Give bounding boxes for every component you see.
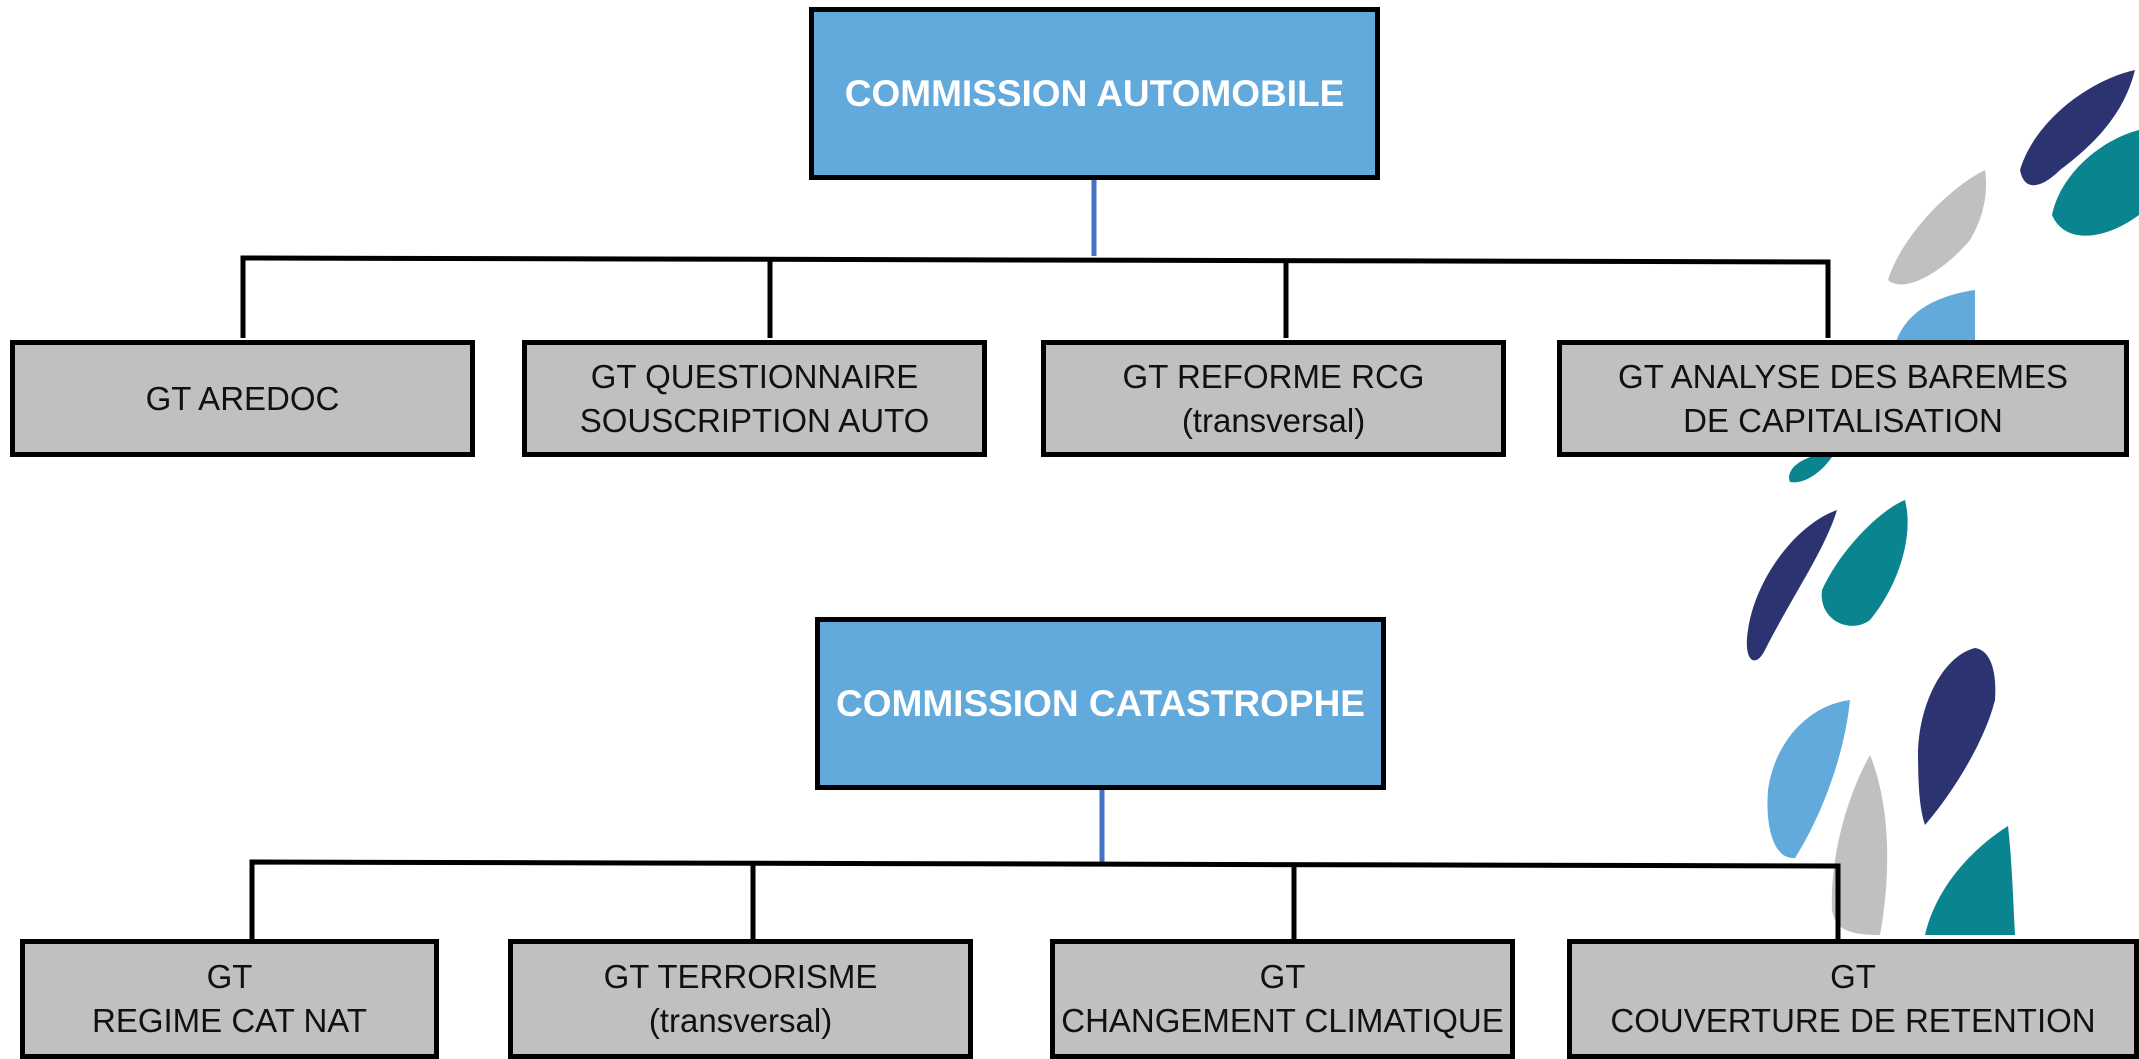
- gt-label-line: (transversal): [1181, 401, 1366, 439]
- gt-label-line: GT: [1830, 958, 1876, 995]
- leaf-icon: [1918, 648, 1996, 825]
- gt-label-line: GT ANALYSE DES BAREMES: [1618, 357, 2068, 395]
- gt-regime-cat-nat-box: GT REGIME CAT NAT: [20, 939, 439, 1059]
- gt-changement-climatique-box: GT CHANGEMENT CLIMATIQUE: [1050, 939, 1515, 1059]
- commission-automobile-box: COMMISSION AUTOMOBILE: [809, 7, 1380, 180]
- leaf-icon: [1821, 500, 1908, 626]
- gt-reforme-rcg-box: GT REFORME RCG (transversal): [1041, 340, 1506, 457]
- gt-aredoc-box: GT AREDOC: [10, 340, 475, 457]
- gt-label-line: DE CAPITALISATION: [1683, 401, 2003, 439]
- gt-baremes-box: GT ANALYSE DES BAREMES DE CAPITALISATION: [1557, 340, 2129, 457]
- gt-label-line: GT: [1259, 958, 1306, 995]
- leaf-icon: [1767, 700, 1850, 859]
- gt-label-line: (transversal): [648, 1002, 833, 1039]
- leaf-icon: [2052, 130, 2139, 236]
- gt-label-line: GT REFORME RCG: [1122, 357, 1425, 395]
- gt-label-line: CHANGEMENT CLIMATIQUE: [1061, 1002, 1504, 1039]
- gt-label-line: COUVERTURE DE RETENTION: [1610, 1002, 2096, 1039]
- leaf-icon: [1888, 170, 1987, 285]
- leaf-icon: [2020, 70, 2135, 186]
- leaf-icon: [1925, 826, 2015, 935]
- bracket-automobile: [240, 255, 1831, 338]
- gt-label-line: GT AREDOC: [145, 379, 340, 417]
- leaf-icon: [1895, 290, 1975, 345]
- gt-label-line: GT: [206, 958, 253, 995]
- commission-title: COMMISSION CATASTROPHE: [836, 682, 1365, 724]
- gt-label-line: GT QUESTIONNAIRE: [590, 357, 919, 395]
- gt-terrorisme-box: GT TERRORISME (transversal): [508, 939, 973, 1059]
- gt-label-line: REGIME CAT NAT: [91, 1002, 368, 1039]
- gt-label-line: SOUSCRIPTION AUTO: [579, 401, 930, 439]
- bracket-catastrophe: [249, 859, 1841, 940]
- leaf-icon: [1831, 755, 1888, 935]
- gt-couverture-retention-box: GT COUVERTURE DE RETENTION: [1567, 939, 2139, 1059]
- leaf-icon: [1746, 510, 1837, 661]
- gt-questionnaire-box: GT QUESTIONNAIRE SOUSCRIPTION AUTO: [522, 340, 987, 457]
- commission-title: COMMISSION AUTOMOBILE: [844, 72, 1345, 114]
- gt-label-line: GT TERRORISME: [603, 958, 878, 995]
- commission-catastrophe-box: COMMISSION CATASTROPHE: [815, 617, 1386, 790]
- leaf-icon: [1789, 452, 1835, 483]
